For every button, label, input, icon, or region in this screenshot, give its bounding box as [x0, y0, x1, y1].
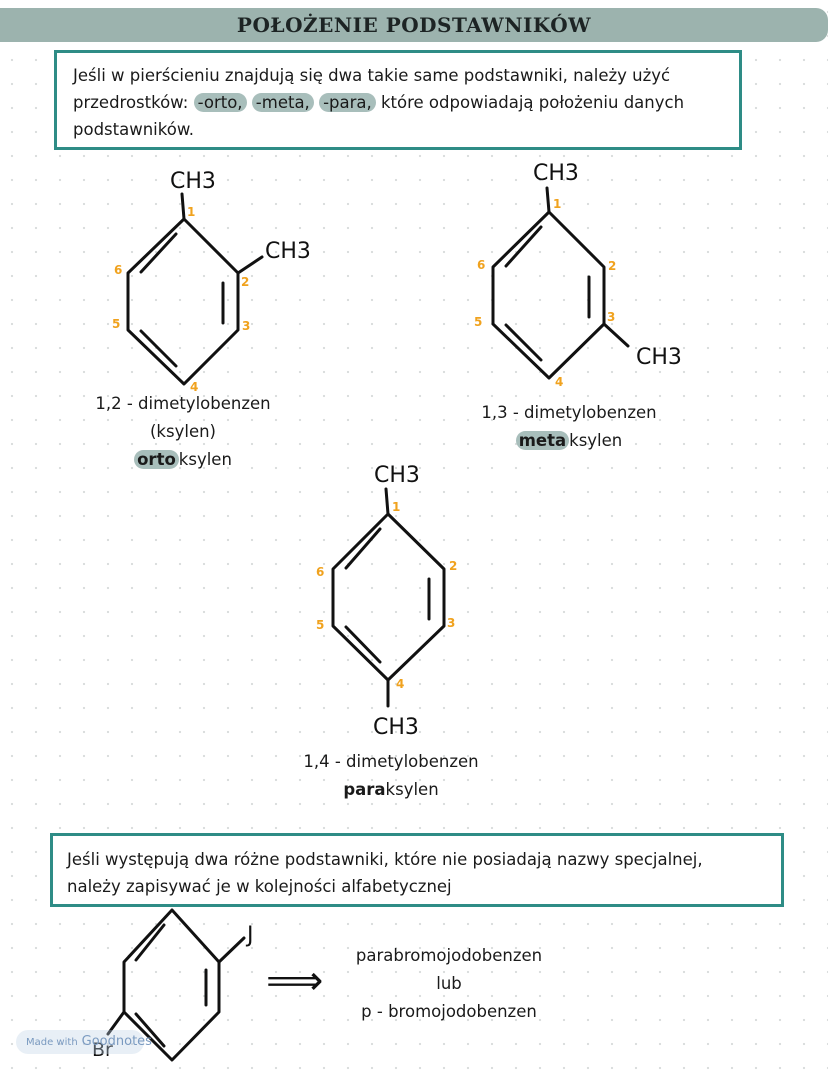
example-name-full: parabromojodobenzen	[355, 946, 543, 965]
meta-prefix-highlight: meta	[515, 431, 570, 450]
intro-line-1: Jeśli w pierścieniu znajdują się dwa tak…	[73, 62, 723, 89]
para-pos-6: 6	[316, 565, 324, 579]
meta-pos-3: 3	[607, 310, 615, 324]
ortho-substituent-bond	[236, 255, 264, 275]
ortho-double-bond	[139, 329, 178, 368]
bromoiodo-double-bond	[134, 1012, 166, 1048]
para-pos-3: 3	[447, 616, 455, 630]
intro-line-3: podstawników.	[73, 116, 723, 143]
para-prefix-bold: para	[343, 780, 386, 799]
implication-arrow: ⟹	[266, 958, 324, 1004]
ortho-pos-6: 6	[114, 263, 122, 277]
rule-line-2: należy zapisywać je w kolejności alfabet…	[67, 877, 452, 896]
meta-substituent-bond	[602, 322, 630, 348]
para-ch3-top: CH3	[374, 463, 420, 488]
ortho-suffix: ksylen	[178, 450, 232, 469]
para-caption: 1,4 - dimetylobenzen paraksylen	[284, 748, 498, 804]
para-systematic-name: 1,4 - dimetylobenzen	[303, 752, 479, 771]
rule-box: Jeśli występują dwa różne podstawniki, k…	[50, 833, 784, 907]
para-substituent-bond	[384, 487, 390, 516]
para-pos-5: 5	[316, 618, 324, 632]
example-name-short: p - bromojodobenzen	[361, 1002, 537, 1021]
ortho-pos-3: 3	[242, 319, 250, 333]
ortho-pos-2: 2	[241, 275, 249, 289]
intro-text-4: podstawników.	[73, 120, 195, 139]
para-suffix: ksylen	[385, 780, 439, 799]
meta-ch3-side: CH3	[636, 345, 682, 370]
para-ch3-bottom: CH3	[373, 715, 419, 740]
para-pos-1: 1	[392, 500, 400, 514]
meta-prefix: -meta,	[251, 93, 314, 112]
iodine-label: J	[245, 923, 254, 948]
para-double-bond	[344, 527, 382, 570]
para-common-name: paraksylen	[284, 776, 498, 804]
ortho-prefix: -orto,	[193, 93, 247, 112]
ortho-ch3-top: CH3	[170, 169, 216, 194]
bromoiodo-double-bond	[134, 923, 166, 962]
intro-text-2: przedrostków:	[73, 93, 189, 112]
bromine-label: Br	[92, 1039, 113, 1061]
intro-text-3: które odpowiadają położeniu danych	[381, 93, 685, 112]
meta-benzene-ring	[491, 210, 606, 380]
example-names: parabromojodobenzen lub p - bromojodoben…	[340, 942, 558, 1026]
meta-substituent-bond	[545, 186, 551, 214]
ortho-prefix-highlight: orto	[134, 450, 179, 469]
ortho-systematic-name: 1,2 - dimetylobenzen	[95, 394, 271, 413]
meta-pos-2: 2	[608, 259, 616, 273]
meta-pos-5: 5	[474, 315, 482, 329]
title-bar	[0, 8, 828, 42]
para-double-bond	[344, 625, 382, 664]
rule-line-1: Jeśli występują dwa różne podstawniki, k…	[67, 850, 703, 869]
para-prefix: -para,	[319, 93, 376, 112]
meta-systematic-name: 1,3 - dimetylobenzen	[481, 403, 657, 422]
bromoiodo-substituent-bond	[106, 1010, 126, 1036]
ortho-pos-1: 1	[187, 205, 195, 219]
ortho-pos-4: 4	[190, 380, 198, 394]
intro-line-2: przedrostków: -orto, -meta, -para, które…	[73, 89, 723, 116]
bromoiodo-substituent-bond	[217, 936, 246, 964]
ortho-substituent-bond	[180, 192, 186, 221]
ortho-pos-5: 5	[112, 317, 120, 331]
page-title: POŁOŻENIE PODSTAWNIKÓW	[236, 13, 592, 37]
meta-double-bond	[504, 323, 543, 362]
meta-ch3-top: CH3	[533, 161, 579, 186]
meta-double-bond	[504, 225, 543, 268]
para-benzene-ring	[331, 512, 446, 682]
example-or: lub	[436, 974, 462, 993]
watermark-made-with: Made with	[26, 1037, 78, 1048]
ortho-double-bond	[139, 232, 178, 274]
meta-pos-1: 1	[553, 197, 561, 211]
ortho-ch3-side: CH3	[265, 239, 311, 264]
para-pos-4: 4	[396, 677, 404, 691]
intro-text-1: Jeśli w pierścieniu znajdują się dwa tak…	[73, 66, 671, 85]
meta-pos-6: 6	[477, 258, 485, 272]
para-pos-2: 2	[449, 559, 457, 573]
meta-suffix: ksylen	[569, 431, 623, 450]
ortho-alt-name: (ksylen)	[150, 422, 216, 441]
intro-box: Jeśli w pierścieniu znajdują się dwa tak…	[54, 50, 742, 150]
watermark-app-name: Goodnotes	[81, 1034, 152, 1049]
meta-pos-4: 4	[555, 375, 563, 389]
